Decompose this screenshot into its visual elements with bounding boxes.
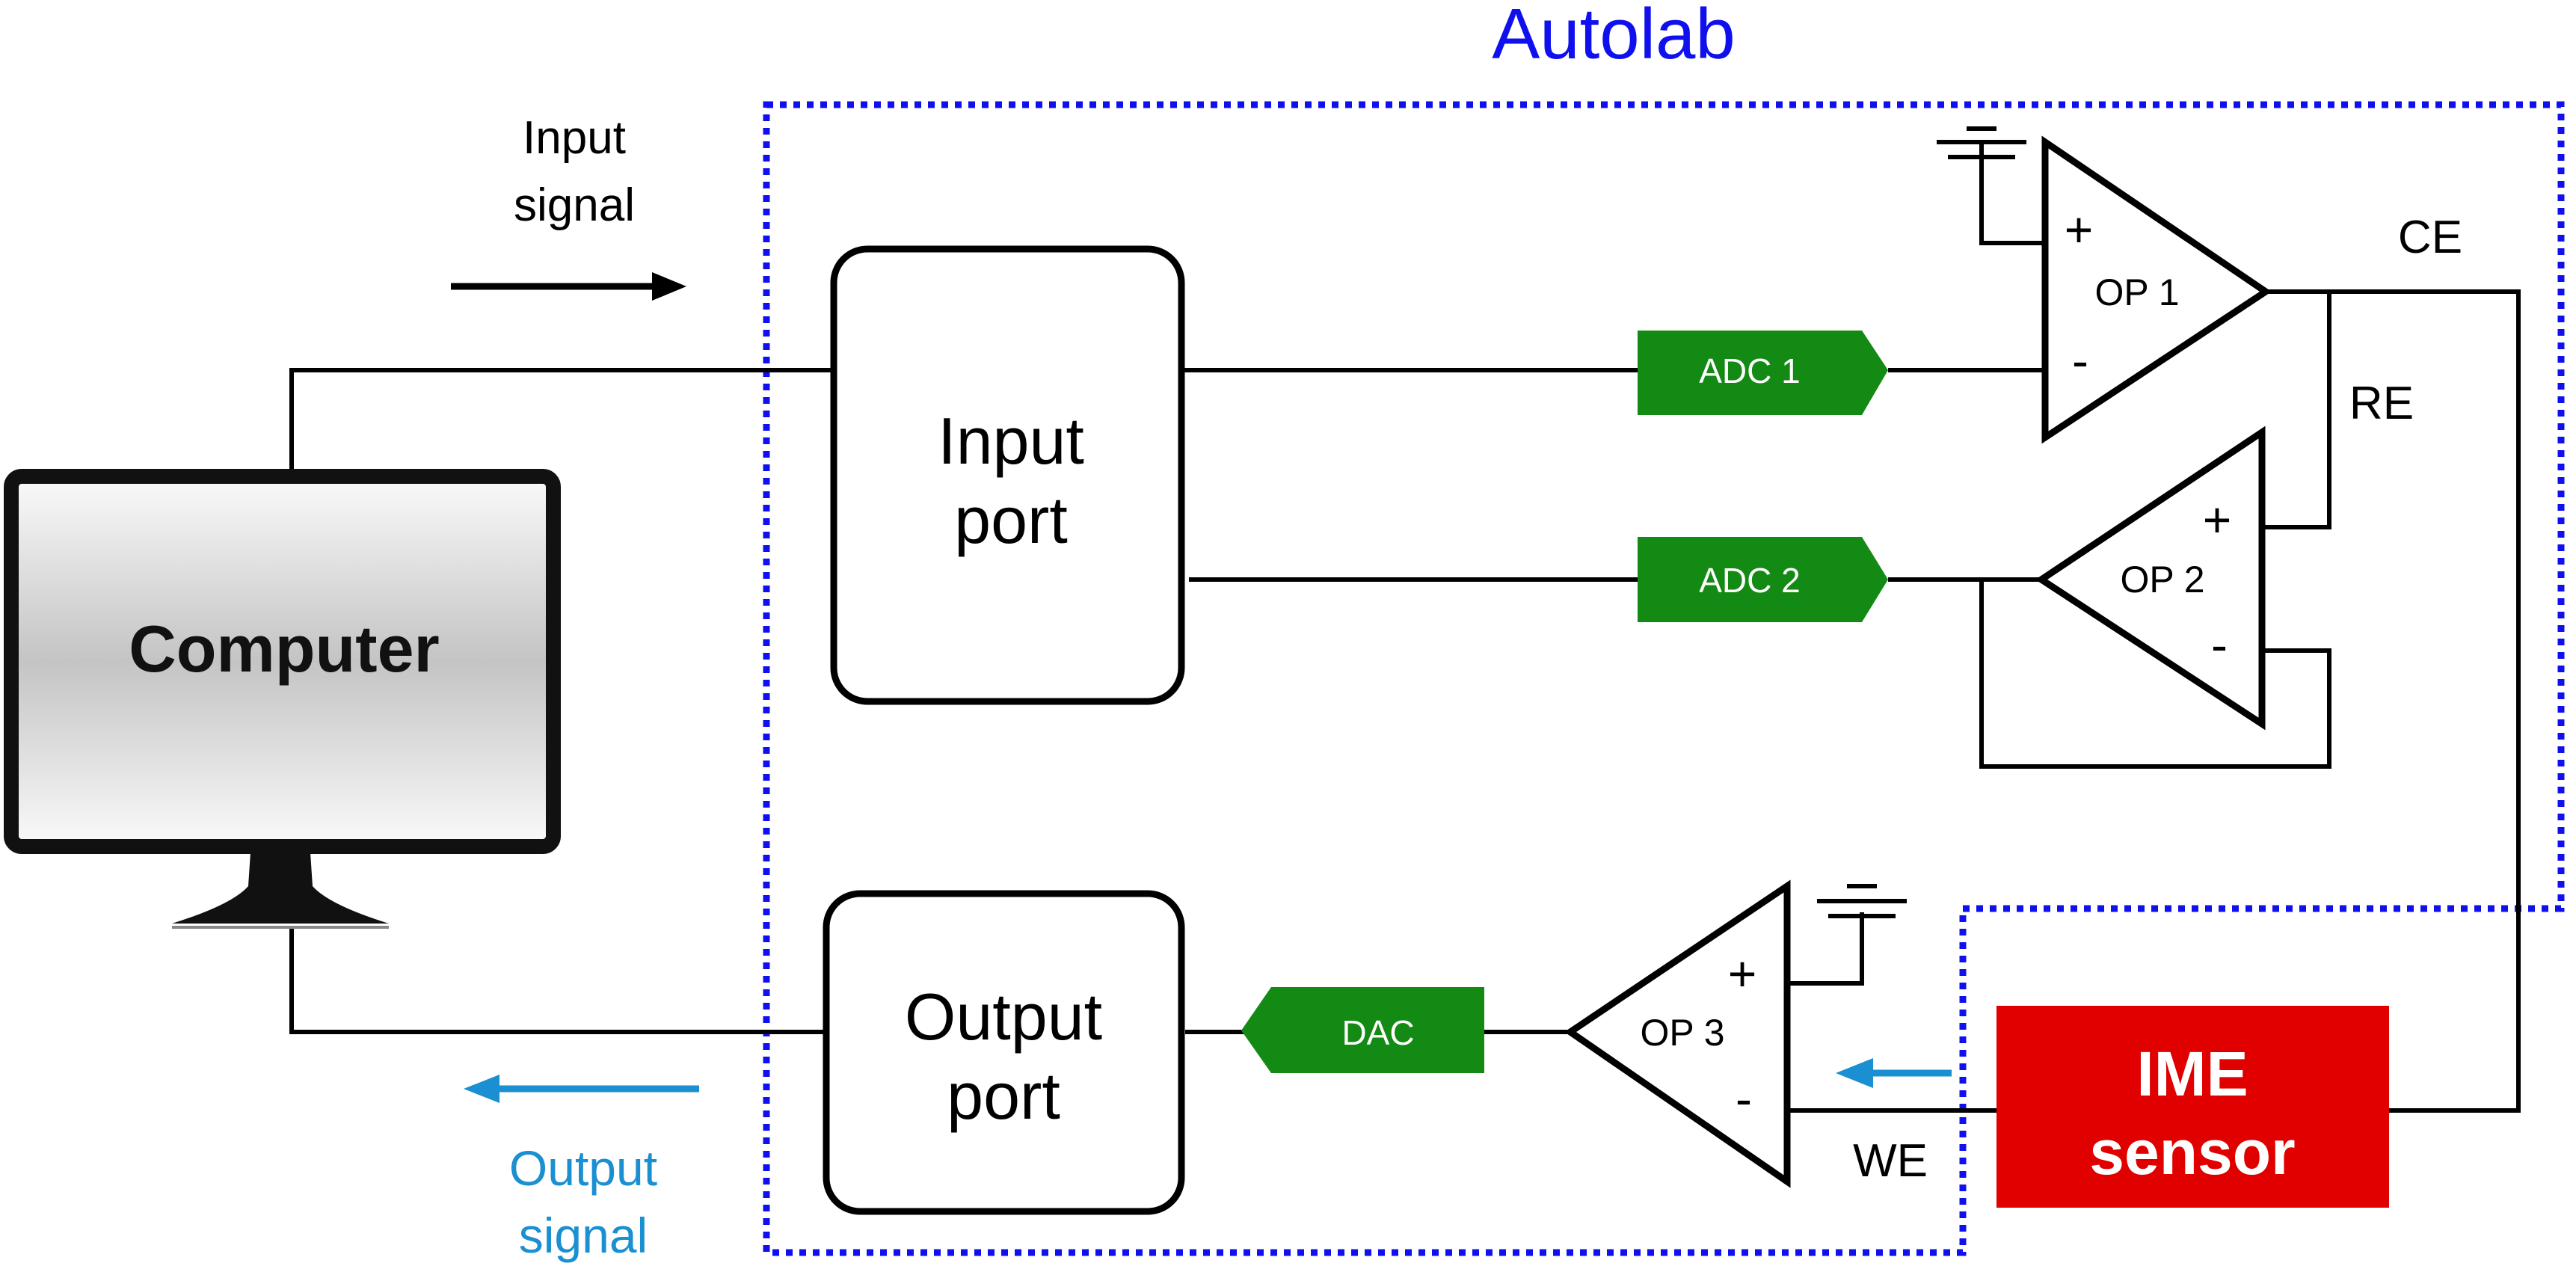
op1-label: OP 1 (2094, 271, 2179, 313)
adc2-block (1638, 537, 1888, 622)
output-signal-label-line1: Output (509, 1140, 657, 1196)
we-label: WE (1853, 1135, 1928, 1187)
op2-minus-sign: - (2211, 617, 2228, 672)
ime-sensor-block (1996, 1006, 2389, 1208)
ground-symbol-op3 (1817, 884, 1907, 918)
op1-plus-sign: + (2065, 202, 2094, 257)
dac-block (1241, 987, 1484, 1073)
ground-symbol-op1 (1937, 126, 2026, 159)
re-label: RE (2349, 378, 2414, 429)
we-current-arrow (1836, 1058, 1952, 1088)
input-port-box (830, 245, 1185, 705)
adc2-label: ADC 2 (1699, 561, 1800, 600)
op3-triangle (1564, 879, 1791, 1188)
op3-minus-sign: - (1736, 1071, 1752, 1126)
op1-minus-sign: - (2072, 333, 2088, 388)
ime-sensor-label-line2: sensor (2089, 1117, 2295, 1187)
adc1-block (1638, 331, 1888, 415)
wires (289, 142, 2521, 1113)
input-signal-label-line1: Input (523, 112, 626, 164)
adc1-label: ADC 1 (1699, 351, 1800, 390)
op3-plus-sign: + (1728, 946, 1757, 1001)
output-port-box (823, 890, 1185, 1215)
ime-sensor-label-line1: IME (2136, 1039, 2248, 1109)
op2-label: OP 2 (2120, 559, 2204, 600)
op2-plus-sign: + (2203, 492, 2232, 547)
ce-label: CE (2398, 212, 2462, 263)
output-signal-arrow (464, 1075, 699, 1103)
computer-monitor (4, 469, 561, 929)
autolab-title: Autolab (1492, 0, 1736, 74)
output-port-label-line2: port (947, 1059, 1060, 1133)
autolab-boundary (763, 101, 2565, 1256)
dac-label: DAC (1341, 1013, 1414, 1052)
input-signal-label-line2: signal (514, 179, 635, 231)
input-port-label-line1: Input (938, 404, 1084, 478)
computer-label: Computer (129, 612, 440, 686)
input-port-label-line2: port (954, 483, 1068, 557)
input-signal-arrow (451, 272, 686, 301)
op2-triangle (2035, 425, 2266, 731)
output-signal-label-line2: signal (519, 1208, 648, 1263)
op3-label: OP 3 (1640, 1012, 1724, 1054)
op1-triangle (2041, 135, 2272, 444)
output-port-label-line1: Output (905, 980, 1102, 1054)
